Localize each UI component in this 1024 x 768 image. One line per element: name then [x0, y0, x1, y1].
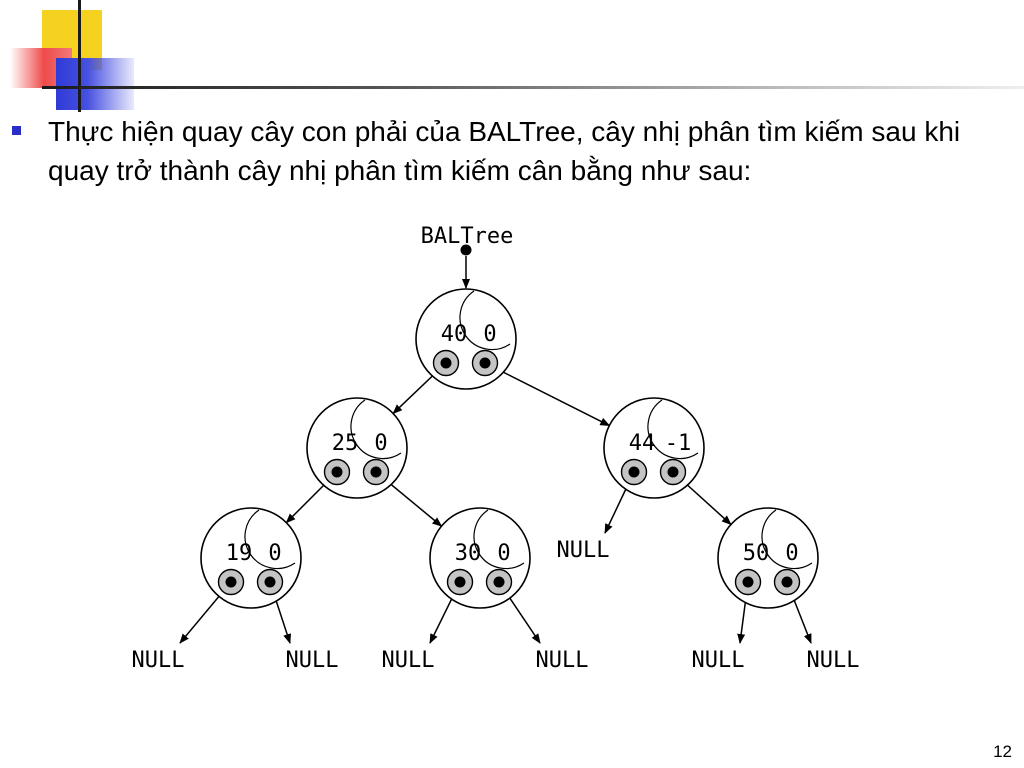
- node-balance-label: 0: [268, 541, 281, 566]
- balance-compartment: [459, 290, 511, 351]
- null-label: NULL: [286, 648, 339, 673]
- page-number: 12: [993, 742, 1012, 761]
- edge-40-to-44: [484, 362, 611, 427]
- left-pointer-dot: [628, 466, 640, 478]
- tree-node-50: 50 0: [717, 507, 819, 609]
- balance-compartment: [473, 509, 525, 570]
- node-balance-label: 0: [483, 322, 496, 347]
- right-pointer-dot: [493, 576, 505, 588]
- node-key-label: 40: [441, 322, 468, 347]
- left-pointer-dot: [225, 576, 237, 588]
- root-pointer-label: BALTree: [421, 224, 514, 249]
- node-balance-label: -1: [665, 431, 692, 456]
- tree-node-44: 44 -1: [603, 397, 705, 499]
- tree-node-19: 19 0: [200, 507, 302, 609]
- left-pointer-dot: [331, 466, 343, 478]
- null-label: NULL: [132, 648, 185, 673]
- node-key-label: 30: [455, 541, 482, 566]
- left-pointer-dot: [454, 576, 466, 588]
- slide-body-text: Thực hiện quay cây con phải của BALTree,…: [48, 116, 961, 186]
- tree-node-40: 40 0: [415, 288, 517, 390]
- left-pointer-dot: [742, 576, 754, 588]
- right-pointer-dot: [667, 466, 679, 478]
- node-balance-label: 0: [374, 431, 387, 456]
- null-label: NULL: [557, 538, 610, 563]
- balance-compartment: [350, 399, 402, 460]
- right-pointer-dot: [264, 576, 276, 588]
- node-key-label: 19: [226, 541, 253, 566]
- tree-node-25: 25 0: [306, 397, 408, 499]
- null-label: NULL: [382, 648, 435, 673]
- right-pointer-dot: [479, 357, 491, 369]
- balance-compartment: [244, 509, 296, 570]
- root-pointer-dot: [460, 244, 472, 256]
- right-pointer-dot: [781, 576, 793, 588]
- null-label: NULL: [536, 648, 589, 673]
- null-label: NULL: [807, 648, 860, 673]
- decor-blue-square: [56, 58, 134, 110]
- decor-horizontal-rule: [42, 86, 1024, 89]
- balance-compartment: [647, 399, 699, 460]
- balance-compartment: [761, 509, 813, 570]
- left-pointer-dot: [440, 357, 452, 369]
- tree-node-30: 30 0: [429, 507, 531, 609]
- node-key-label: 25: [332, 431, 359, 456]
- node-balance-label: 0: [785, 541, 798, 566]
- bullet-square-icon: [12, 126, 21, 135]
- null-label: NULL: [692, 648, 745, 673]
- decor-vertical-line: [78, 0, 81, 112]
- node-key-label: 44: [629, 431, 656, 456]
- node-key-label: 50: [743, 541, 770, 566]
- node-balance-label: 0: [497, 541, 510, 566]
- right-pointer-dot: [370, 466, 382, 478]
